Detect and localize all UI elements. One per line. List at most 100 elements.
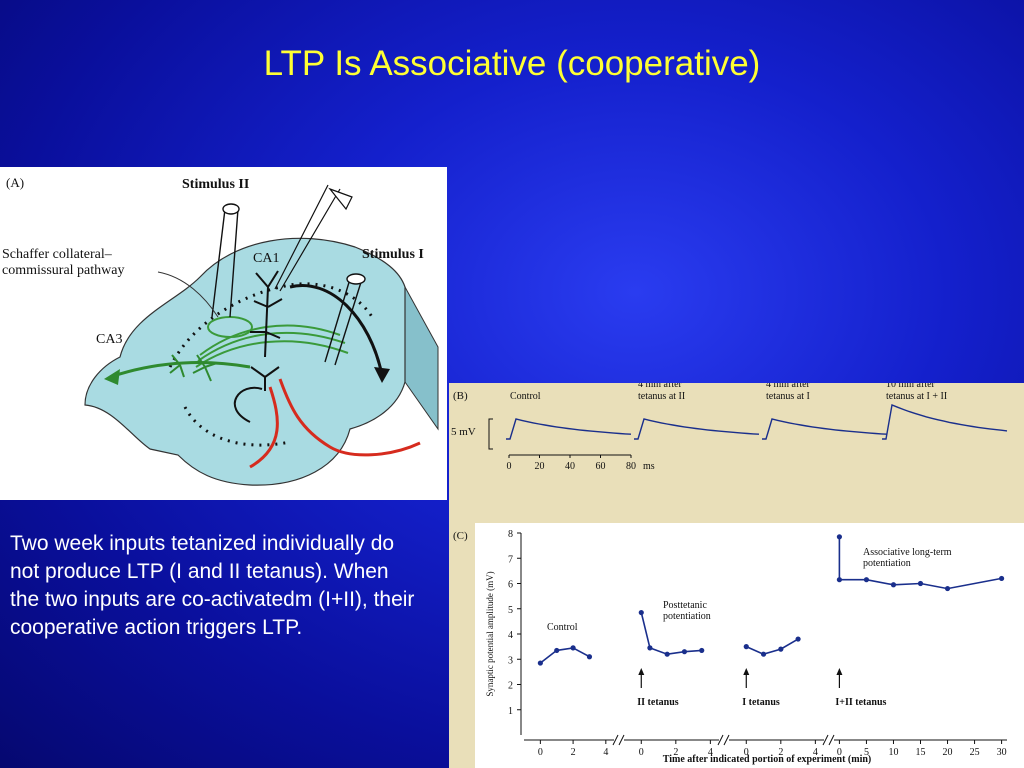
x-tick-label: 2 [778, 747, 783, 758]
ca1-label: CA1 [253, 251, 280, 266]
recording-amplifier [328, 187, 353, 211]
data-point [570, 645, 576, 651]
x-tick-label: 4 [708, 747, 713, 758]
axis-break [822, 734, 835, 746]
panel-c-label: (C) [453, 530, 468, 542]
y-tick-label: 8 [508, 529, 513, 540]
trace-time-tick-label: 0 [507, 461, 512, 472]
schaffer-collateral [197, 331, 346, 362]
axis-break [612, 734, 625, 746]
x-tick-label: 0 [538, 747, 543, 758]
trace-time-unit: ms [643, 461, 655, 472]
y-tick-label: 1 [508, 706, 513, 717]
trace-label: tetanus at I + II [886, 391, 947, 402]
tetanus-arrowhead [836, 668, 843, 675]
scale-bar-label: 5 mV [451, 426, 476, 438]
scale-bar [488, 418, 493, 450]
trace-label: 4 min after [766, 383, 811, 390]
stimulus-ii-label: Stimulus II [182, 177, 250, 192]
tissue-slab-side [404, 286, 439, 431]
output-arrowhead [374, 367, 390, 383]
data-point [760, 651, 767, 657]
y-tick-label: 4 [508, 630, 513, 641]
x-tick-label: 0 [639, 747, 644, 758]
stimulus-i-electrode [324, 278, 363, 366]
data-point [554, 647, 560, 654]
y-tick-label: 5 [508, 605, 513, 616]
data-point [998, 575, 1005, 582]
tetanus-label: II tetanus [637, 697, 679, 708]
data-point [647, 645, 653, 651]
trace-label: tetanus at I [766, 391, 810, 402]
data-point [836, 534, 843, 540]
stimulus-i-tip [346, 273, 366, 285]
panel-c-background [475, 523, 1024, 768]
tetanus-arrowhead [743, 668, 750, 675]
x-tick-label: 2 [571, 747, 576, 758]
data-point [917, 580, 924, 587]
perforant-path [249, 386, 279, 469]
data-point [699, 647, 705, 654]
x-tick-label: 4 [603, 747, 608, 758]
data-point [638, 609, 644, 616]
epsp-trace [882, 404, 1008, 440]
trace-label: 10 min after [886, 383, 936, 390]
data-point [836, 577, 843, 583]
pathway-pointer [157, 271, 219, 318]
epsp-trace [634, 418, 760, 440]
series-label: potentiation [663, 611, 711, 622]
slide-caption: Two week inputs tetanized individually d… [10, 532, 415, 639]
stimulus-ii-electrode [211, 208, 239, 318]
data-point [743, 644, 749, 650]
x-tick-label: 0 [837, 747, 842, 758]
x-tick-label: 4 [813, 747, 818, 758]
data-point [890, 582, 897, 588]
y-tick-label: 7 [508, 554, 513, 565]
series-line [539, 647, 590, 664]
ca3-axon [109, 361, 251, 379]
tetanus-arrowhead [638, 668, 645, 675]
series-label: potentiation [863, 558, 911, 569]
pathway-label-line2: commissural pathway [2, 263, 125, 278]
perforant-path [278, 378, 421, 457]
y-axis-label: Synaptic potential amplitude (mV) [485, 571, 495, 696]
trace-time-tick-label: 40 [565, 461, 575, 472]
x-tick-label: 10 [888, 747, 898, 758]
tetanus-label: I+II tetanus [835, 697, 886, 708]
ca1-neuron [250, 270, 283, 358]
series-label: Control [547, 622, 578, 633]
data-point [681, 649, 688, 655]
series-label: Associative long-term [863, 547, 952, 558]
lower-neuron [250, 366, 280, 391]
stimulus-ii-tip [222, 203, 240, 215]
axis-break [717, 734, 730, 746]
y-tick-label: 3 [508, 655, 513, 666]
epsp-trace [506, 418, 632, 440]
stimulus-i-label: Stimulus I [362, 247, 424, 262]
data-point [586, 654, 593, 660]
ca3-label: CA3 [96, 332, 123, 347]
trace-time-tick-label: 60 [596, 461, 606, 472]
ca1-output-axon [289, 284, 384, 376]
series-label: Posttetanic [663, 600, 707, 611]
x-tick-label: 25 [970, 747, 980, 758]
series-line [745, 638, 799, 656]
mossy-fiber [233, 386, 263, 423]
trace-time-tick-label: 20 [535, 461, 545, 472]
axon-arrowhead [104, 369, 120, 385]
recording-electrode [274, 184, 341, 292]
tetanus-label: I tetanus [742, 697, 780, 708]
data-point [863, 577, 870, 583]
data-point [664, 651, 670, 657]
panel-b-label: (B) [453, 390, 468, 402]
y-tick-label: 6 [508, 580, 513, 591]
x-tick-label: 2 [673, 747, 678, 758]
y-tick-label: 2 [508, 681, 513, 692]
x-tick-label: 15 [916, 747, 926, 758]
figure-a-hippocampus: (A) Stimulus II Stimulus I Schaffer coll… [0, 167, 447, 500]
hippocampus-drawing [84, 184, 439, 486]
